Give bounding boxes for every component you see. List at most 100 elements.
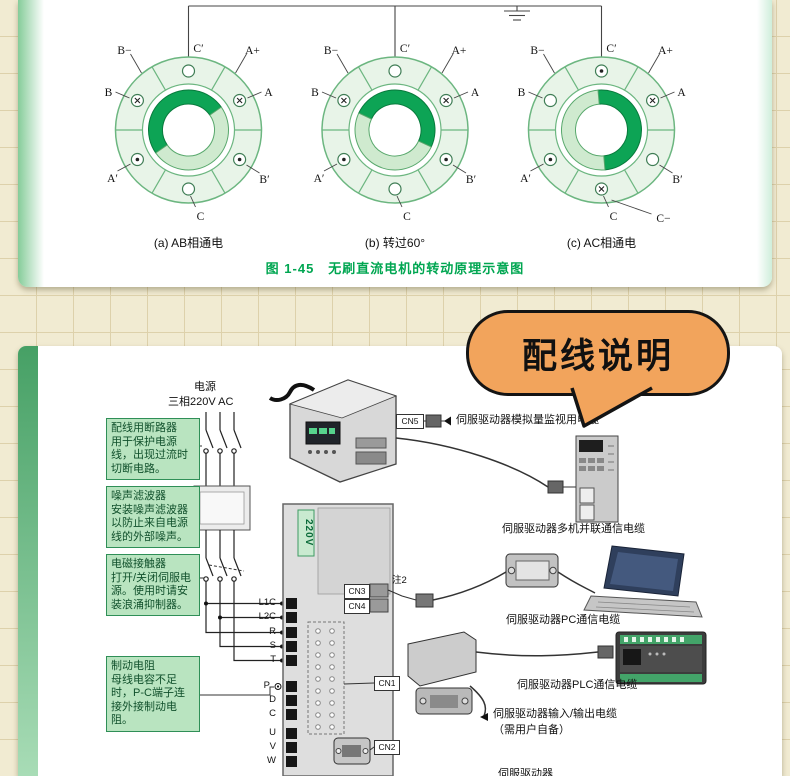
phase-label: B (105, 87, 113, 99)
diagram-sub-label: (b) 转过60° (365, 235, 425, 250)
serial-connector (505, 553, 596, 594)
terminal-label-p: P (263, 680, 270, 691)
cable-label-io: 伺服驱动器输入/输出电缆 (493, 708, 618, 720)
rotor-magnet (354, 89, 436, 171)
power-wiring (204, 581, 284, 663)
phase-label: C′ (193, 43, 203, 55)
annotation-body: 用于保护电源线，出现过流时切断电路。 (111, 435, 188, 475)
phase-label: B (518, 87, 526, 99)
diagram-sub-label: (a) AB相通电 (154, 236, 223, 250)
phase-label: B′ (672, 174, 682, 186)
annotation-brake-resistor: 制动电阻 母线电容不足时，P-C端子连接外接制动电阻。 (106, 656, 200, 732)
phase-label: C′ (400, 43, 410, 55)
phase-label: B′ (259, 174, 269, 186)
servo-drive-body (274, 503, 394, 776)
phase-label: C (197, 211, 205, 223)
servo-drive-3d-view (268, 379, 398, 483)
phase-label: B− (324, 45, 338, 57)
phase-label: A+ (245, 45, 260, 57)
card-green-edge (18, 0, 44, 287)
phase-label: B (311, 87, 319, 99)
terminal-label-w: W (267, 755, 276, 766)
phase-label: B− (530, 45, 544, 57)
terminal-label-l2c: L2C (258, 611, 276, 622)
terminal-label-t: T (270, 654, 276, 665)
bubble-title: 配线说明 (521, 336, 674, 376)
terminal-label-u: U (269, 727, 276, 738)
motor-diagram-c: B− C′ A+ B A A′ B′ C C− (c) AC相通电 (518, 43, 687, 250)
card-green-edge (18, 346, 38, 776)
ground-bus (187, 5, 603, 57)
phase-label: A′ (520, 173, 531, 185)
parallel-cable (395, 437, 576, 494)
breaker-symbol (203, 412, 242, 486)
cn1-pin-grid (315, 628, 335, 730)
power-spec-label: 三相220V AC (168, 396, 234, 408)
figure-caption: 图 1-45 无刷直流电机的转动原理示意图 (265, 261, 525, 276)
phase-label: C (403, 211, 411, 223)
card-green-edge (757, 0, 772, 287)
phase-label: A (471, 87, 480, 99)
pc-cable (387, 571, 507, 608)
annotation-contactor: 电磁接触器 打开/关闭伺服电源。使用时请安装浪涌抑制器。 (106, 554, 200, 616)
motor-diagram-a: B− C′ A+ B A A′ B′ C (a) AB相通电 (105, 43, 274, 250)
phase-label: C′ (606, 43, 616, 55)
phase-label: A (264, 87, 273, 99)
plc-graphic (475, 631, 707, 685)
annotation-noise-filter: 噪声滤波器 安装噪声滤波器以防止来自电源线的外部噪声。 (106, 486, 200, 548)
ground-icon (504, 6, 530, 21)
terminal-label-l1c: L1C (258, 597, 276, 608)
terminal-label-v: V (269, 741, 276, 752)
annotation-breaker: 配线用断路器 用于保护电源线，出现过流时切断电路。 (106, 418, 200, 480)
phase-label: C− (656, 213, 670, 225)
cn2-connector-graphic (333, 737, 375, 765)
phase-label: B− (117, 45, 131, 57)
drive-voltage-label: 220V (303, 519, 314, 547)
terminal-label-d: D (269, 694, 276, 705)
phase-label: C (610, 211, 618, 223)
note2-label: 注2 (392, 575, 407, 586)
annotation-title: 制动电阻 (111, 660, 155, 672)
noise-filter-symbol (193, 485, 251, 531)
annotation-body: 母线电容不足时，P-C端子连接外接制动电阻。 (111, 673, 185, 727)
phase-label: A′ (107, 173, 118, 185)
cable-label-pc: 伺服驱动器PC通信电缆 (506, 614, 621, 626)
rotor-magnet (561, 89, 642, 171)
wiring-card: 电源 三相220V AC 220V 配线用断路器 用于保护电源线，出现过流时切断… (18, 346, 782, 776)
cable-label-analog: 伺服驱动器模拟量监视用电缆 (456, 414, 599, 426)
phase-label: A+ (658, 45, 673, 57)
power-label: 电源 (194, 381, 216, 393)
cable-label-io-note: （需用户自备） (493, 724, 570, 736)
phase-label: A (677, 87, 686, 99)
analog-cable (422, 414, 451, 428)
laptop-graphic (583, 545, 703, 618)
terminal-label-c: C (269, 708, 276, 719)
rotor-magnet (148, 89, 229, 171)
contactor-symbol (203, 530, 245, 582)
bubble-tail (570, 386, 653, 428)
motor-figure-card: B− C′ A+ B A A′ B′ C (a) AB相通电 (18, 0, 772, 287)
annotation-body: 打开/关闭伺服电源。使用时请安装浪涌抑制器。 (111, 571, 192, 611)
annotation-title: 配线用断路器 (111, 422, 177, 434)
cn1-connector-label: CN1 (374, 676, 400, 691)
cn4-connector-label: CN4 (344, 599, 370, 614)
terminal-label-s: S (269, 640, 276, 651)
servo-drive-front-view (575, 435, 619, 523)
cn5-connector-label: CN5 (396, 414, 424, 429)
phase-label: A′ (314, 173, 325, 185)
cn2-connector-label: CN2 (374, 740, 400, 755)
annotation-body: 安装噪声滤波器以防止来自电源线的外部噪声。 (111, 503, 188, 543)
cable-label-plc: 伺服驱动器PLC通信电缆 (517, 679, 638, 691)
phase-label: A+ (452, 45, 467, 57)
cable-label-parallel: 伺服驱动器多机并联通信电缆 (502, 523, 645, 535)
cable-label-bottom-partial: 伺服驱动器 (498, 768, 553, 776)
phase-label: B′ (466, 174, 476, 186)
annotation-title: 电磁接触器 (111, 558, 166, 570)
terminal-label-r: R (269, 626, 276, 637)
motor-diagram-b: B− C′ A+ B A A′ B′ C (b) 转过60° (311, 43, 480, 250)
io-connector-graphic (407, 631, 488, 721)
diagram-sub-label: (c) AC相通电 (567, 236, 636, 250)
wiring-graphic (190, 379, 707, 776)
annotation-title: 噪声滤波器 (111, 490, 166, 502)
